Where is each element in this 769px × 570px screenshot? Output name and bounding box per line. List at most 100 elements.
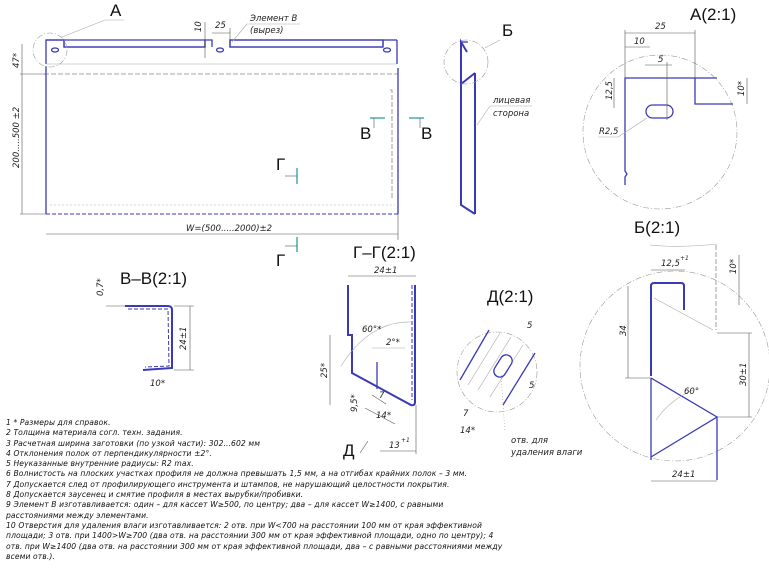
dim-a-10-ref: 10*	[737, 81, 747, 96]
section-v-right-label: В	[421, 124, 432, 143]
dim-b-12-5-tol: +1	[680, 255, 689, 262]
detail-d-edge	[459, 329, 490, 381]
dim-d-14: 14*	[460, 426, 475, 436]
detail-b-hidden-slope	[653, 297, 714, 331]
detail-a-circle	[32, 32, 68, 68]
detail-a-slot	[645, 104, 674, 119]
face-label-1: лицевая	[492, 96, 530, 106]
detail-d-title: Д(2:1)	[487, 287, 533, 306]
detail-b-boundary	[579, 270, 769, 462]
note-line: 7 Допускается след от профилирующего инс…	[6, 479, 450, 489]
dim-a-r: R2,5	[599, 127, 618, 137]
detail-d-line	[467, 332, 501, 386]
panel-sides	[45, 66, 399, 214]
detail-d-line	[477, 336, 512, 391]
dim-line	[371, 394, 387, 405]
note-line: 6 Волнистость на плоских участках профил…	[6, 469, 468, 479]
dim-gg-24: 24±1	[374, 266, 397, 276]
hole-note-1: отв. для	[511, 436, 548, 446]
dim-gg-13: 13	[389, 441, 400, 451]
leader-r	[617, 117, 648, 138]
dim-vv-07: 0,7*	[96, 278, 106, 296]
dim-gg-13-tol: +1	[401, 437, 410, 444]
dim-47: 47*	[12, 53, 22, 68]
main-view: А 10 25 Элемент В (вырез) 47* 200.....50…	[12, 1, 432, 270]
dim-line	[364, 407, 396, 425]
side-view: Б лицевая сторона	[443, 21, 532, 215]
dim-a-25: 25	[655, 22, 666, 32]
leader-element-v	[231, 23, 248, 43]
technical-notes: 1 * Размеры для справок. 2 Толщина матер…	[6, 418, 526, 562]
note-line: 9 Элемент В изготавливается: один – для …	[6, 500, 444, 510]
section-vv: В–В(2:1) 0,7* 24±1 10*	[96, 269, 194, 389]
dim-a-5: 5	[658, 55, 663, 65]
detail-d-boundary	[456, 331, 538, 413]
detail-b-circle	[443, 39, 489, 85]
detail-d-edge	[502, 352, 536, 406]
label-a: А	[110, 1, 122, 20]
note-line: отв. при W≥1400 (два отв. на расстоянии …	[6, 541, 503, 551]
detail-b-hook	[650, 282, 685, 376]
note-line: 5 Неуказанные внутренние радиусы: R2 max…	[6, 459, 194, 469]
dim-25: 25	[215, 21, 226, 31]
side-profile	[460, 38, 476, 215]
dim-gg-7: 7	[379, 391, 385, 401]
section-g-bottom-label: Г	[276, 251, 285, 270]
note-line: 4 Отклонения полок от перпендикулярности…	[6, 448, 212, 458]
detail-a-title: А(2:1)	[690, 5, 736, 24]
section-vv-title: В–В(2:1)	[120, 269, 187, 288]
detail-a-outline	[624, 77, 733, 185]
section-g-top-label: Г	[276, 155, 285, 174]
note-line: расстояниями между элементами.	[6, 510, 149, 520]
dim-d-5b: 5	[529, 381, 534, 391]
leader-face	[476, 105, 491, 126]
section-gg-profile	[347, 285, 416, 407]
top-flange-slot-right	[229, 39, 384, 48]
leader-a	[61, 19, 106, 38]
note-line: 3 Расчетная ширина заготовки (по узкой ч…	[6, 438, 261, 448]
dim-gg-2: 2°*	[386, 338, 400, 348]
dim-b-60: 60°	[684, 387, 699, 397]
dim-b-10: 10*	[729, 259, 739, 274]
dim-height: 200.....500 ±2	[12, 107, 22, 168]
note-line: 10 Отверстия для удаления влаги изготавл…	[6, 520, 483, 530]
dim-a-10: 10	[634, 37, 645, 47]
detail-d-slot	[493, 354, 513, 378]
dim-vv-24: 24±1	[179, 327, 189, 350]
view-d-arrow	[359, 440, 369, 454]
dim-b-24: 24±1	[672, 470, 695, 480]
angle-arc-60	[655, 389, 694, 421]
section-vv-inner	[128, 308, 170, 368]
detail-a-boundary	[582, 54, 738, 210]
leader-b	[484, 39, 501, 49]
dim-10: 10	[194, 21, 204, 32]
note-line: всеми отв.).	[6, 551, 55, 561]
dim-b-34: 34	[619, 325, 629, 336]
dim-vv-10: 10*	[150, 379, 165, 389]
dim-b-30: 30±1	[739, 363, 749, 386]
label-b: Б	[502, 21, 513, 40]
dim-gg-9-5: 9,5*	[350, 394, 360, 412]
dim-width: W=(500.....2000)±2	[186, 224, 272, 234]
section-gg: Г–Г(2:1) 24±1 60°* 2°* 25* 9,5* 7 14* 13…	[320, 243, 417, 460]
top-flange-slot	[63, 39, 206, 48]
break-line	[649, 243, 718, 247]
dim-gg-60: 60°*	[362, 325, 381, 335]
drain-hole	[215, 47, 225, 53]
dim-a-12-5: 12,5	[605, 81, 615, 100]
note-line: 1 * Размеры для справок.	[6, 418, 111, 427]
detail-b-title: Б(2:1)	[634, 218, 680, 237]
view-d-label: Д	[343, 441, 355, 460]
element-v-label: Элемент В	[249, 14, 297, 24]
hole-note-2: удаления влаги	[510, 448, 583, 458]
note-line: 8 Допускается заусенец и смятие профиля …	[6, 490, 304, 500]
drain-hole	[382, 47, 392, 53]
dim-b-12-5: 12,5	[661, 259, 680, 269]
leader-hole	[500, 374, 506, 433]
drain-hole	[50, 47, 60, 53]
angle-arc-60	[340, 321, 414, 367]
dim-gg-25: 25*	[320, 363, 330, 378]
detail-b: Б(2:1) 60° 12,5 +1 10* 34 30±1 24±1	[579, 218, 769, 482]
detail-a: А(2:1) 25 10 5 12,5 10* R2,5	[582, 5, 748, 210]
